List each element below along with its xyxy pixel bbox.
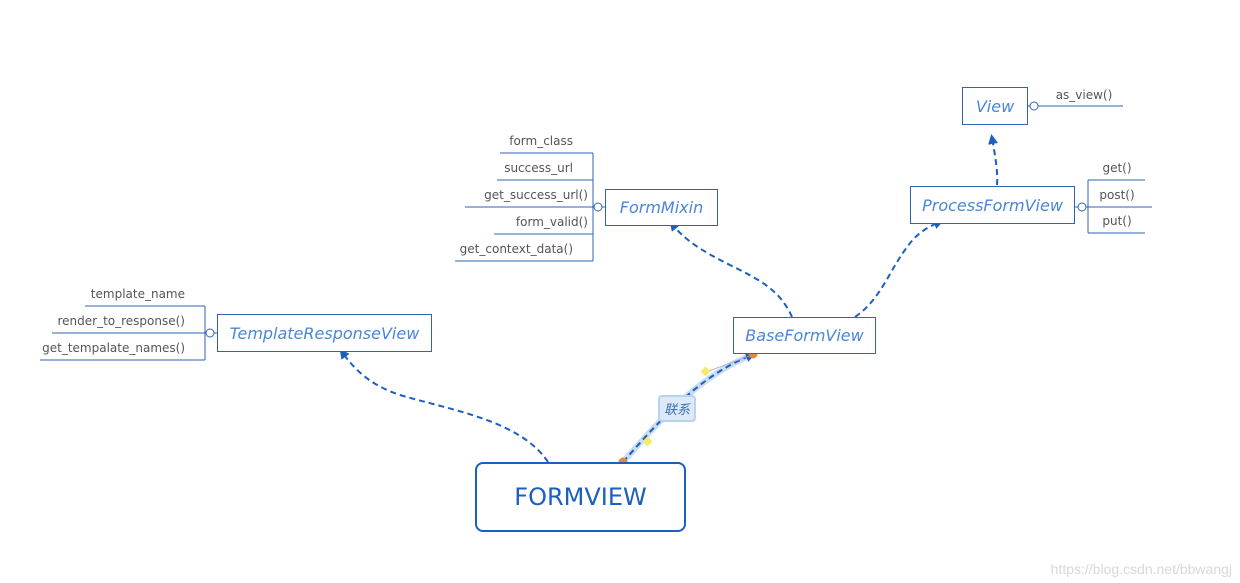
member-get-context-data[interactable]: get_context_data() xyxy=(459,242,573,256)
node-template-response-view[interactable]: TemplateResponseView xyxy=(217,314,432,352)
collapse-toggle-icon[interactable] xyxy=(1029,101,1039,111)
relation-label[interactable]: 联系 xyxy=(658,395,697,422)
member-form-valid[interactable]: form_valid() xyxy=(515,215,588,229)
arrow-baseformview-to-processformview[interactable] xyxy=(854,219,944,318)
arrow-baseformview-to-formmixin[interactable] xyxy=(669,220,793,318)
node-form-mixin[interactable]: FormMixin xyxy=(605,189,718,226)
process-form-view-members-bracket xyxy=(1075,179,1152,234)
root-node-formview[interactable]: FORMVIEW xyxy=(475,462,686,532)
node-process-form-view[interactable]: ProcessFormView xyxy=(910,186,1075,224)
control-point-handle[interactable] xyxy=(642,436,653,447)
collapse-toggle-icon[interactable] xyxy=(593,202,603,212)
node-label: View xyxy=(975,96,1015,116)
member-get-template-names[interactable]: get_tempalate_names() xyxy=(42,341,185,355)
member-put[interactable]: put() xyxy=(1102,214,1132,228)
collapse-toggle-icon[interactable] xyxy=(1077,202,1087,212)
member-post[interactable]: post() xyxy=(1099,188,1135,202)
control-point-handle[interactable] xyxy=(700,366,711,377)
member-get[interactable]: get() xyxy=(1102,161,1132,175)
node-label: BaseFormView xyxy=(745,326,864,345)
node-label: FormMixin xyxy=(619,198,704,217)
node-label: TemplateResponseView xyxy=(229,323,420,343)
member-as-view[interactable]: as_view() xyxy=(1055,88,1113,102)
node-view[interactable]: View xyxy=(962,87,1028,125)
control-handle-line xyxy=(705,354,753,373)
root-label: FORMVIEW xyxy=(514,483,647,511)
member-form-class[interactable]: form_class xyxy=(509,134,573,148)
member-render-to-response[interactable]: render_to_response() xyxy=(57,314,185,328)
node-base-form-view[interactable]: BaseFormView xyxy=(733,317,876,354)
arrow-formview-to-templateresponseview[interactable] xyxy=(339,348,549,463)
member-template-name[interactable]: template_name xyxy=(90,287,185,301)
collapse-toggle-icon[interactable] xyxy=(205,328,215,338)
form-mixin-members-bracket xyxy=(455,152,605,262)
node-label: ProcessFormView xyxy=(922,195,1063,215)
member-success-url[interactable]: success_url xyxy=(504,161,573,175)
arrow-processformview-to-view[interactable] xyxy=(988,134,999,186)
watermark: https://blog.csdn.net/bbwangj xyxy=(1050,561,1232,577)
member-get-success-url[interactable]: get_success_url() xyxy=(484,188,588,202)
